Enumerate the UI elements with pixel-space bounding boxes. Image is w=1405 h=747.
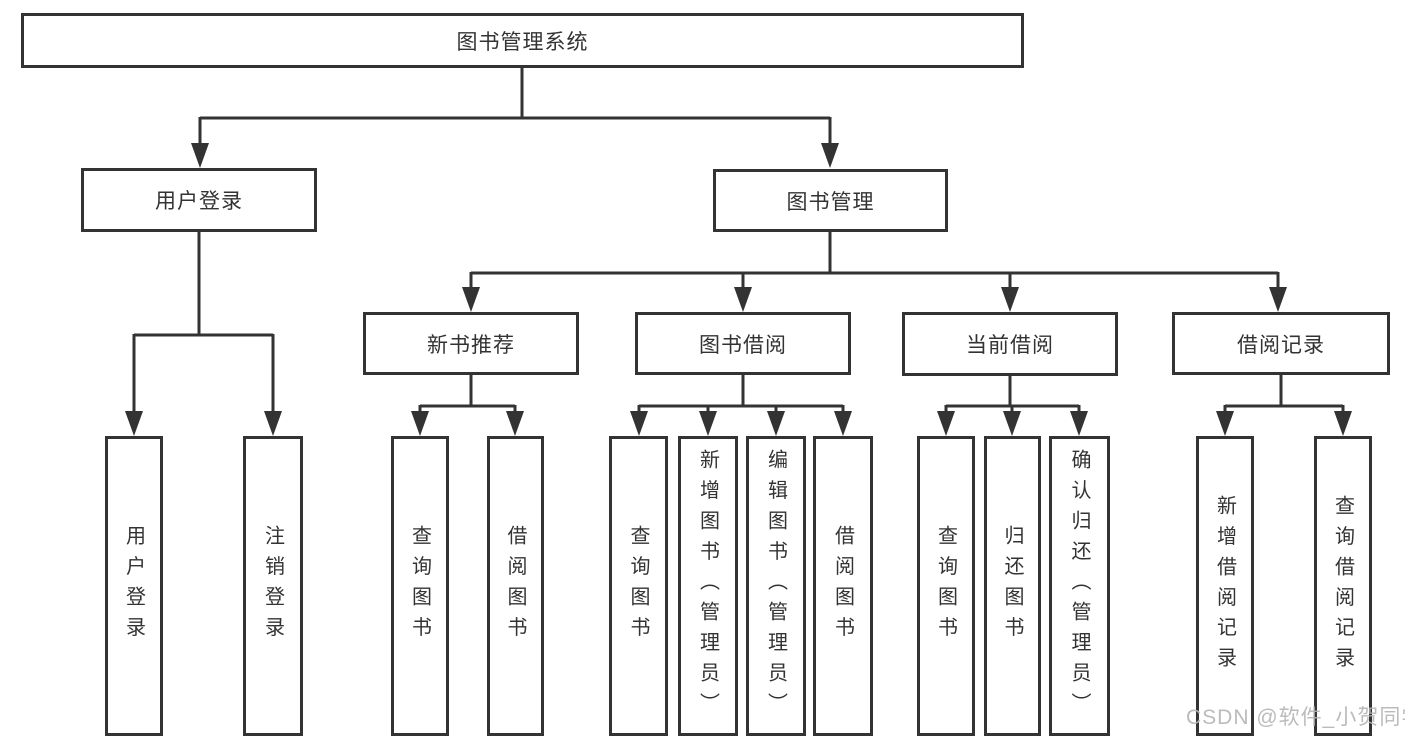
node-book-borrow: 图书借阅 [635,312,851,375]
leaf-borrow-edit-books-admin: 编辑图书（管理员） [746,436,806,736]
leaf-current-confirm-return-admin: 确认归还（管理员） [1049,436,1110,736]
leaf-logout-label: 注销登录 [261,525,284,647]
node-borrow-records: 借阅记录 [1172,312,1390,375]
leaf-borrow-add-books-admin-label: 新增图书（管理员） [696,449,719,723]
node-root: 图书管理系统 [21,13,1024,68]
node-user-login: 用户登录 [81,168,317,232]
leaf-recommend-borrow-books-label: 借阅图书 [504,525,526,647]
leaf-user-login: 用户登录 [105,436,163,736]
leaf-records-add-record: 新增借阅记录 [1196,436,1254,736]
node-new-book-recommend: 新书推荐 [363,312,579,375]
leaf-recommend-query-books: 查询图书 [391,436,449,736]
node-book-management-label: 图书管理 [786,190,875,214]
node-book-management: 图书管理 [713,169,948,232]
leaf-borrow-borrow-books: 借阅图书 [813,436,873,736]
leaf-borrow-query-books-label: 查询图书 [627,525,649,647]
leaf-borrow-edit-books-admin-label: 编辑图书（管理员） [764,449,787,723]
leaf-borrow-query-books: 查询图书 [609,436,668,736]
node-borrow-records-label: 借阅记录 [1237,333,1325,357]
leaf-records-query-record-label: 查询借阅记录 [1331,494,1354,678]
node-root-label: 图书管理系统 [456,30,589,54]
node-book-borrow-label: 图书借阅 [699,333,787,357]
leaf-logout: 注销登录 [243,436,303,736]
watermark: CSDN @软件_小贺同学 [1186,706,1405,729]
leaf-user-login-label: 用户登录 [122,525,145,647]
leaf-current-return-books: 归还图书 [984,436,1041,736]
node-current-borrow: 当前借阅 [902,312,1118,376]
node-user-login-label: 用户登录 [155,190,243,213]
leaf-recommend-borrow-books: 借阅图书 [487,436,544,736]
node-new-book-recommend-label: 新书推荐 [427,333,515,357]
leaf-borrow-add-books-admin: 新增图书（管理员） [678,436,738,736]
leaf-records-add-record-label: 新增借阅记录 [1213,494,1236,678]
leaf-current-confirm-return-admin-label: 确认归还（管理员） [1068,449,1090,723]
leaf-recommend-query-books-label: 查询图书 [408,525,431,647]
node-current-borrow-label: 当前借阅 [966,334,1054,357]
leaf-records-query-record: 查询借阅记录 [1314,436,1372,736]
leaf-current-query-books-label: 查询图书 [934,525,957,647]
leaf-borrow-borrow-books-label: 借阅图书 [831,525,854,647]
leaf-current-query-books: 查询图书 [917,436,975,736]
leaf-current-return-books-label: 归还图书 [1001,525,1023,647]
